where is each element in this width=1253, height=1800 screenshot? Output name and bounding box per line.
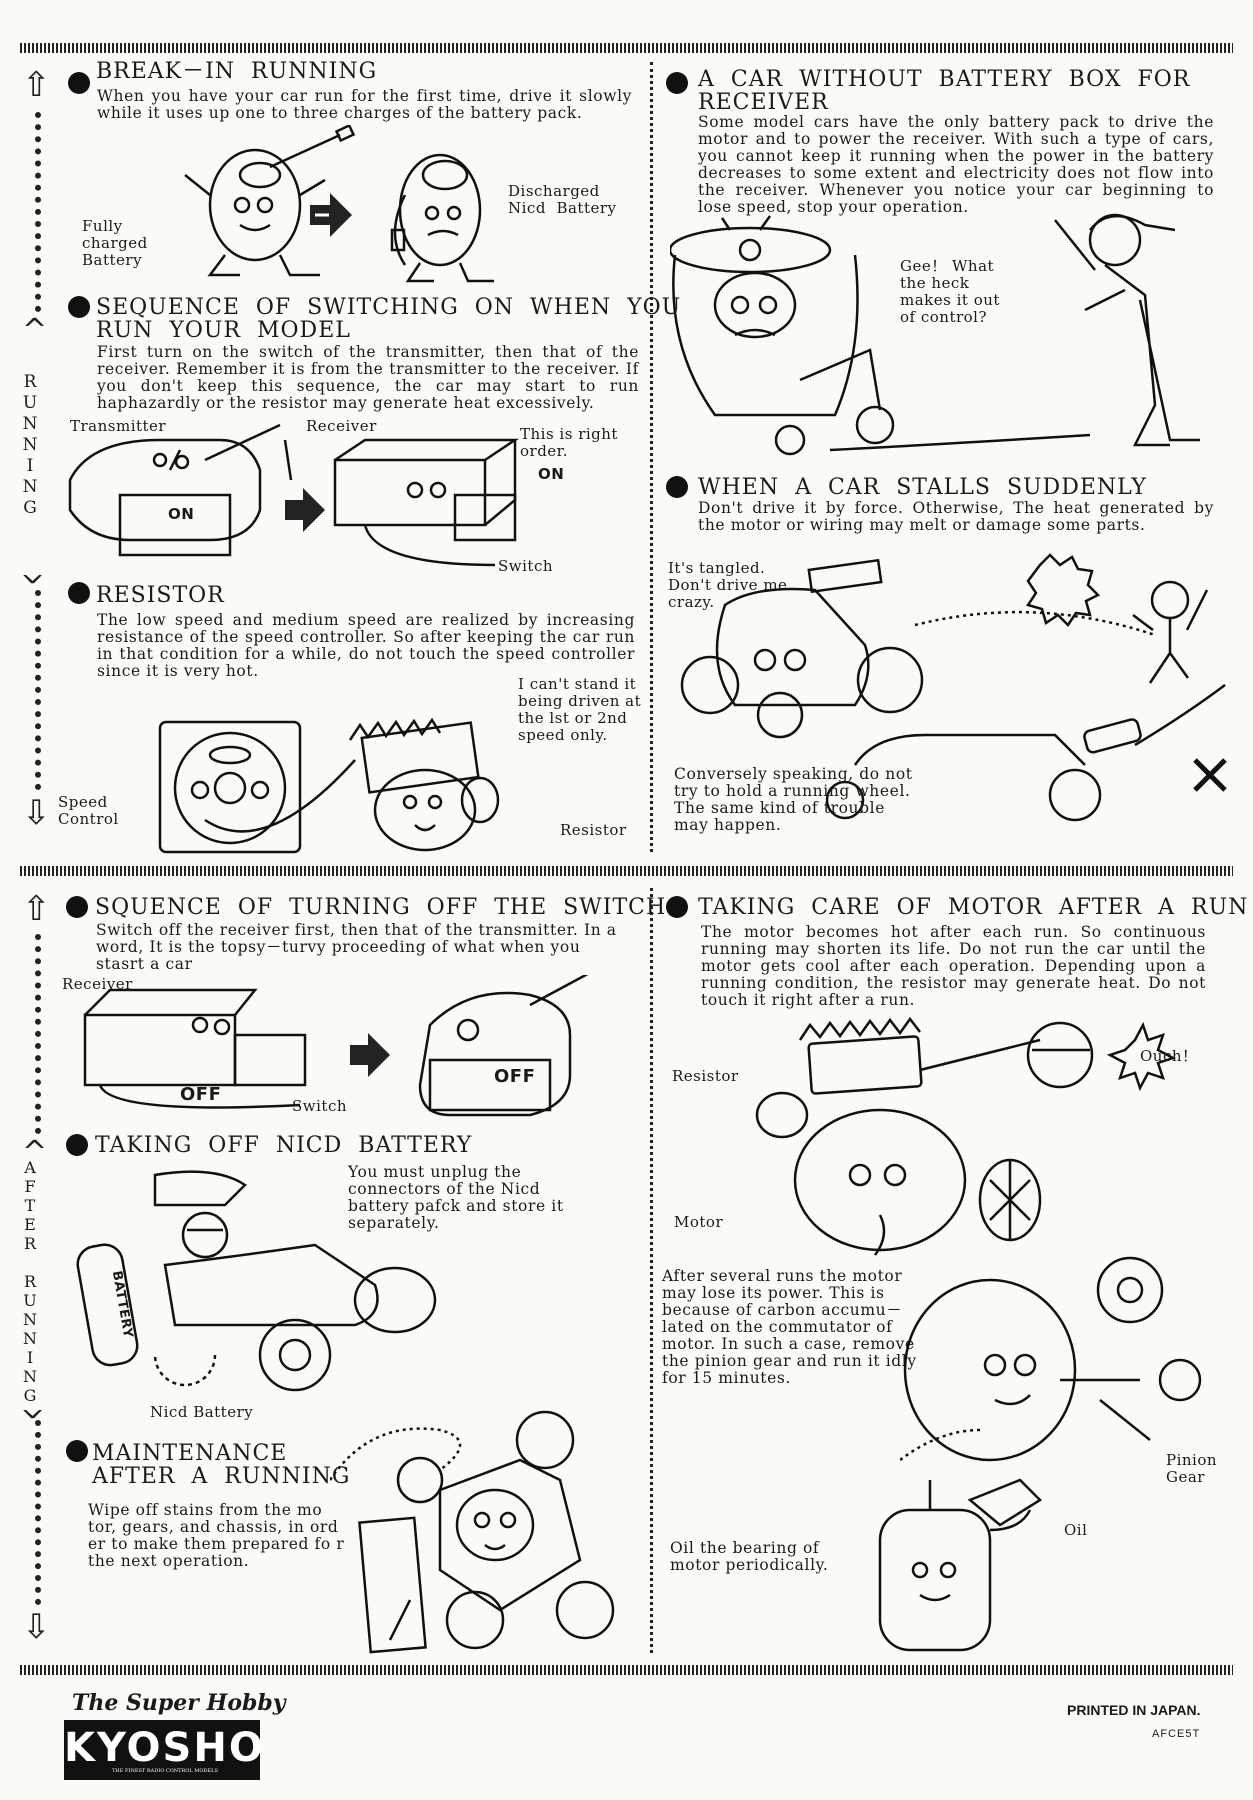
motor-care-body3: Oil the bearing of motor periodically. <box>670 1539 829 1574</box>
sequence-off-body: Switch off the receiver first, then that… <box>96 921 617 973</box>
chevron-down-icon: ^ <box>20 553 46 588</box>
transmitter-label: Transmitter <box>70 417 167 435</box>
resistor-speech: I can't stand it being driven at the lst… <box>518 675 642 744</box>
side-dots <box>35 112 41 312</box>
on-text-right: ON <box>538 465 565 483</box>
chevron-up-icon: ^ <box>22 1135 48 1170</box>
chevron-up-icon: ^ <box>22 313 48 348</box>
ouch-label: Ouch！ <box>1140 1047 1198 1065</box>
no-battery-speech: Gee！ What the heck makes it out of contr… <box>900 257 1000 326</box>
side-dots <box>35 590 41 790</box>
stalls-illustration <box>680 553 1227 822</box>
section-bullet <box>666 72 688 94</box>
oil-illustration <box>878 1478 1042 1652</box>
section-bullet <box>68 582 90 604</box>
no-battery-box-body: Some model cars have the only battery pa… <box>698 113 1214 216</box>
section-bullet <box>66 896 88 918</box>
sequence-on-title: SEQUENCE OF SWITCHING ON WHEN YOU RUN YO… <box>96 295 682 343</box>
bottom-rule <box>20 1665 1233 1675</box>
stalls-title: WHEN A CAR STALLS SUDDENLY <box>698 475 1147 500</box>
fully-charged-label: Fully charged Battery <box>82 217 148 269</box>
side-dots <box>35 934 41 1134</box>
arrow-down-icon: ⇩ <box>22 793 51 833</box>
printed-in-japan: PRINTED IN JAPAN. <box>1067 1702 1201 1718</box>
motor-care-body2: After several runs the motor may lose it… <box>662 1267 917 1387</box>
motor-care-body: The motor becomes hot after each run. So… <box>701 923 1206 1009</box>
maintenance-title: MAINTENANCE AFTER A RUNNING <box>92 1441 351 1489</box>
switch-off-label: Switch <box>292 1097 348 1115</box>
pinion-gear-illustration <box>900 1256 1202 1462</box>
discharged-label: Discharged Nicd Battery <box>508 182 617 217</box>
motor-resistor-label: Resistor <box>672 1067 739 1085</box>
receiver-off-label: Receiver <box>62 975 133 993</box>
center-divider-top <box>650 62 653 852</box>
no-battery-illustration <box>670 213 1200 456</box>
speed-control-label: Speed Control <box>58 793 119 828</box>
resistor-label: Resistor <box>560 821 627 839</box>
switching-on-illustration <box>68 423 520 567</box>
arrow-down-icon: ⇩ <box>22 1607 51 1647</box>
oil-label: Oil <box>1064 1521 1088 1539</box>
chevron-down-icon: ^ <box>20 1388 46 1423</box>
on-text-left: ON <box>168 505 195 523</box>
break-in-title: BREAK－IN RUNNING <box>96 59 378 84</box>
kyosho-logo-subtext: THE FINEST RADIO CONTROL MODELS <box>112 1768 218 1774</box>
sequence-off-title: SQUENCE OF TURNING OFF THE SWITCH <box>95 895 667 920</box>
arrow-up-icon: ⇧ <box>22 65 51 105</box>
section-bullet <box>66 1134 88 1156</box>
off-text-left: OFF <box>180 1084 222 1105</box>
kyosho-logo-text: KYOSHO <box>64 1725 265 1771</box>
resistor-illustration <box>158 717 500 854</box>
arrow-up-icon: ⇧ <box>22 889 51 929</box>
maintenance-illustration <box>330 1410 615 1654</box>
kyosho-logo: KYOSHO <box>64 1720 263 1780</box>
nicd-battery-label: Nicd Battery <box>150 1403 254 1421</box>
switching-off-illustration <box>83 975 589 1117</box>
switch-label: Switch <box>498 557 554 575</box>
no-battery-box-title: A CAR WITHOUT BATTERY BOX FOR RECEIVER <box>698 67 1191 115</box>
nicd-title: TAKING OFF NICD BATTERY <box>95 1133 473 1158</box>
document-code: AFCE5T <box>1152 1728 1201 1740</box>
right-order-label: This is right order. <box>520 425 618 460</box>
motor-care-title: TAKING CARE OF MOTOR AFTER A RUN <box>698 895 1249 920</box>
stalls-body2: Conversely speaking, do not try to hold … <box>674 765 913 834</box>
side-dots <box>35 1420 41 1605</box>
resistor-body: The low speed and medium speed are reali… <box>97 611 635 680</box>
break-in-body: When you have your car run for the first… <box>97 87 632 122</box>
section-bullet <box>68 296 90 318</box>
section-bullet <box>666 896 688 918</box>
motor-label: Motor <box>674 1213 724 1231</box>
section-bullet <box>666 476 688 498</box>
break-in-illustration <box>184 125 494 283</box>
section-bullet <box>68 72 90 94</box>
off-text-right: OFF <box>494 1066 536 1087</box>
center-divider-bottom <box>650 888 653 1653</box>
section-bullet <box>66 1440 88 1462</box>
motor-heat-illustration <box>755 1016 1177 1256</box>
pinion-gear-label: Pinion Gear <box>1166 1451 1218 1486</box>
maintenance-body: Wipe off stains from the mo tor, gears, … <box>88 1501 345 1570</box>
resistor-title: RESISTOR <box>96 583 225 608</box>
super-hobby-tagline: The Super Hobby <box>72 1690 286 1716</box>
stalls-body: Don't drive it by force. Otherwise, The … <box>698 499 1214 534</box>
receiver-label: Receiver <box>306 417 377 435</box>
nicd-body: You must unplug the connectors of the Ni… <box>348 1163 564 1232</box>
middle-rule <box>20 866 1233 876</box>
top-rule <box>20 43 1233 53</box>
stalls-speech: It's tangled. Don't drive me crazy. <box>668 559 788 611</box>
sequence-on-body: First turn on the switch of the transmit… <box>97 343 639 412</box>
nicd-illustration <box>76 1170 437 1392</box>
